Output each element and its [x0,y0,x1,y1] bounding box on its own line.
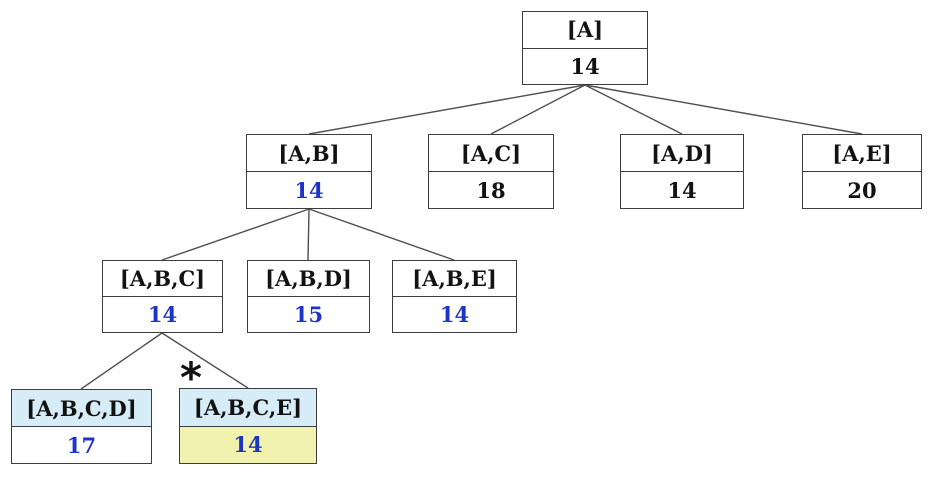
node-abcd: [A,B,C,D] 17 [11,389,152,464]
node-ab-label: [A,B] [247,135,371,172]
node-abce-value: 14 [180,426,316,463]
edge-abc-abcd [80,332,163,390]
node-a-value: 14 [570,53,600,79]
node-ae-label: [A,E] [803,135,921,172]
node-ac-label: [A,C] [429,135,553,172]
node-abd: [A,B,D] 15 [247,260,370,333]
node-a-label: [A] [523,12,647,49]
edge-a-ad [584,84,683,135]
node-ae-value: 20 [847,177,877,203]
node-abe: [A,B,E] 14 [392,260,517,333]
node-ab: [A,B] 14 [246,134,372,209]
node-ad-value: 14 [667,177,697,203]
node-abc: [A,B,C] 14 [102,260,223,333]
node-abce: [A,B,C,E] 14 [179,388,317,464]
star-annotation: * [180,353,202,402]
node-abe-label: [A,B,E] [393,261,516,297]
edge-a-ac [490,84,586,135]
node-abd-value: 15 [293,302,324,327]
edge-ab-abd [307,208,310,261]
node-abc-label: [A,B,C] [103,261,222,297]
node-abcd-label: [A,B,C,D] [12,390,151,427]
node-ae: [A,E] 20 [802,134,922,209]
node-abcd-value: 17 [66,432,97,458]
node-ad: [A,D] 14 [620,134,744,209]
node-ab-value: 14 [294,177,324,203]
node-ac-value: 18 [476,177,506,203]
node-abce-label: [A,B,C,E] [180,389,316,427]
edge-a-ae [584,84,863,135]
edge-a-ab [308,84,586,135]
node-abc-value: 14 [147,302,178,327]
edge-ab-abc [161,208,310,261]
node-abe-value: 14 [439,302,470,327]
node-abd-label: [A,B,D] [248,261,369,297]
node-a: [A] 14 [522,11,648,85]
edge-ab-abe [308,208,455,261]
node-ac: [A,C] 18 [428,134,554,209]
edge-abc-abce [161,332,249,389]
node-ad-label: [A,D] [621,135,743,172]
